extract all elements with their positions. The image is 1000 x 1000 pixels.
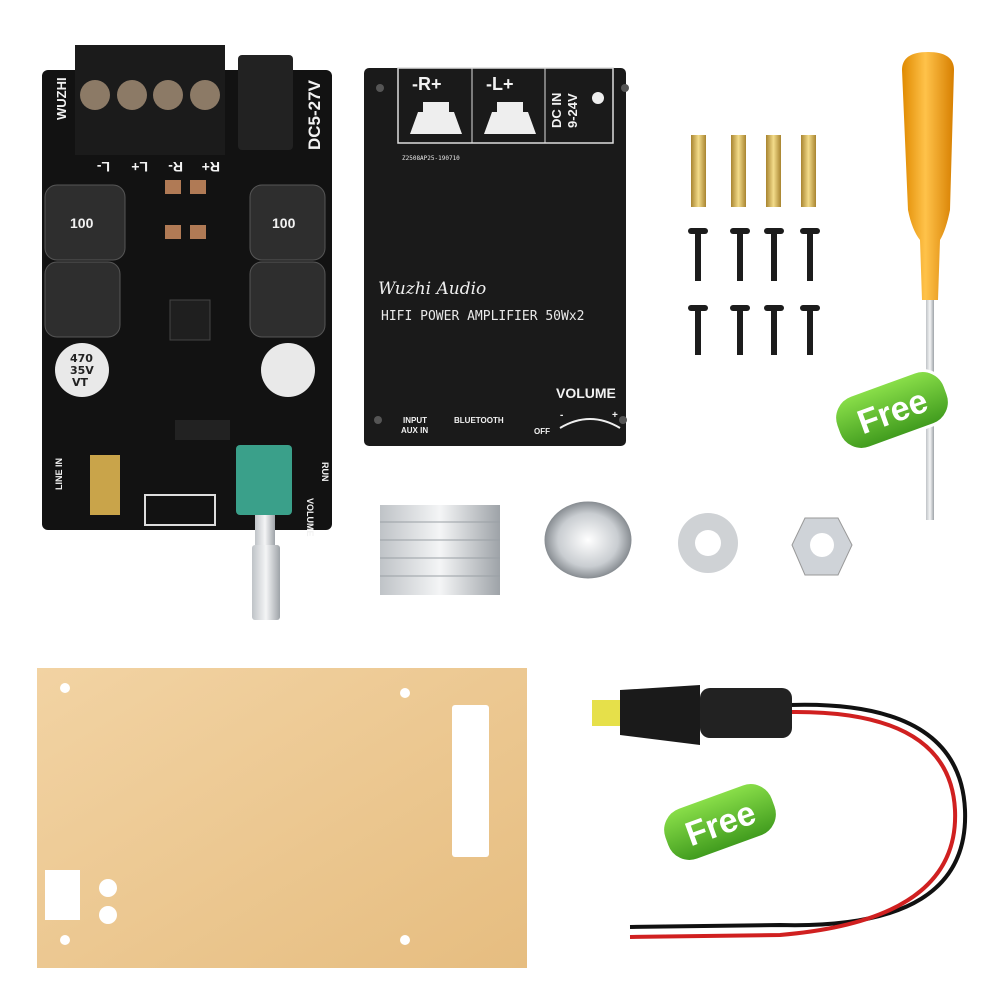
dc-voltage-label: 9-24V <box>565 93 580 128</box>
speaker-icon <box>484 102 536 134</box>
screws <box>688 228 820 355</box>
front-panel: -R+ -L+ DC IN 9-24V Z2508AP25-190710 Wuz… <box>364 67 629 446</box>
serial-number: Z2508AP25-190710 <box>402 155 460 162</box>
capacitor-label: VT <box>72 376 89 389</box>
pcb-brand: WUZHI <box>54 77 69 120</box>
brass-standoffs <box>691 135 816 207</box>
free-badge-screwdriver: Free <box>833 369 951 451</box>
volume-label: VOLUME <box>305 498 315 537</box>
dc-jack-icon <box>592 92 604 104</box>
dc-power-cable <box>592 685 968 939</box>
capacitors <box>55 343 315 397</box>
capacitor-label: 35V <box>70 364 94 377</box>
volume-knob <box>544 501 632 579</box>
amplifier-board: WUZHI DC5-27V R+ R- L+ L- 100 100 470 35… <box>42 45 332 620</box>
inductors <box>44 184 326 338</box>
line-in-label: LINE IN <box>54 458 64 490</box>
plus-label: + <box>612 410 618 421</box>
product-title: HIFI POWER AMPLIFIER 50Wx2 <box>381 309 585 324</box>
right-channel-label: -R+ <box>412 74 442 94</box>
left-channel-label: -L+ <box>486 74 514 94</box>
minus-label: - <box>560 410 563 421</box>
aux-in-label: AUX IN <box>401 426 428 435</box>
heatsink <box>380 505 500 595</box>
terminal-label: R- <box>168 159 183 175</box>
volume-arc-icon <box>559 418 621 429</box>
pcb-power-label: DC5-27V <box>305 79 324 150</box>
inductor-label: 100 <box>70 215 94 231</box>
brand-script: Wuzhi Audio <box>378 279 486 299</box>
off-label: OFF <box>534 427 550 436</box>
run-label: RUN <box>320 462 330 482</box>
terminal-screws <box>80 80 220 110</box>
inductor-label: 100 <box>272 215 296 231</box>
potentiometer <box>236 445 292 620</box>
acrylic-plate <box>37 668 527 968</box>
hex-nut <box>791 517 853 576</box>
washer <box>678 513 738 573</box>
terminal-label: L+ <box>131 159 148 175</box>
terminal-label: R+ <box>202 159 220 175</box>
terminal-label: L- <box>96 159 110 175</box>
panel-volume-label: VOLUME <box>556 385 616 401</box>
screwdriver <box>902 52 954 520</box>
free-badge-cable: Free <box>661 781 779 863</box>
capacitor-label: 470 <box>70 352 93 365</box>
dc-in-label: DC IN <box>549 93 564 128</box>
input-label: INPUT <box>403 416 427 425</box>
speaker-icon <box>410 102 462 134</box>
bluetooth-label: BLUETOOTH <box>454 416 504 425</box>
